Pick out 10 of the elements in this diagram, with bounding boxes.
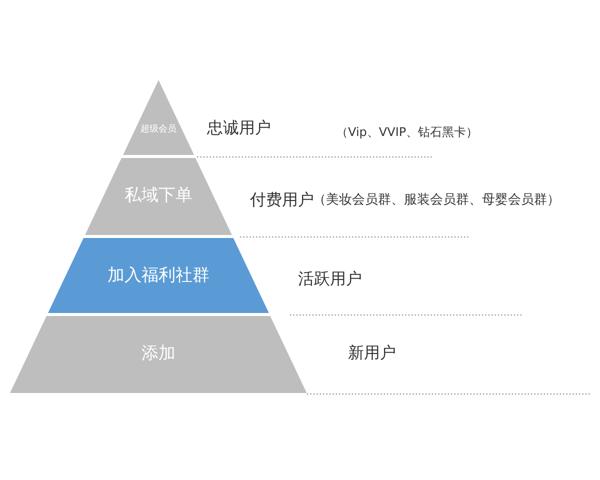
user-type-label: 新用户 <box>348 345 396 361</box>
note-text: （美妆会员群、服装会员群、母婴会员群） <box>313 194 560 206</box>
tier-label: 添加 <box>141 346 176 362</box>
user-type-label: 活跃用户 <box>298 271 362 287</box>
tier-label: 私域下单 <box>124 188 192 204</box>
tier-label: 加入福利社群 <box>107 268 210 284</box>
user-type-label: 付费用户 <box>250 192 314 208</box>
user-type-label: 忠诚用户 <box>207 120 271 136</box>
tier-label: 超级会员 <box>140 126 176 134</box>
note-text: （Vip、VVIP、钻石黑卡） <box>336 126 478 138</box>
